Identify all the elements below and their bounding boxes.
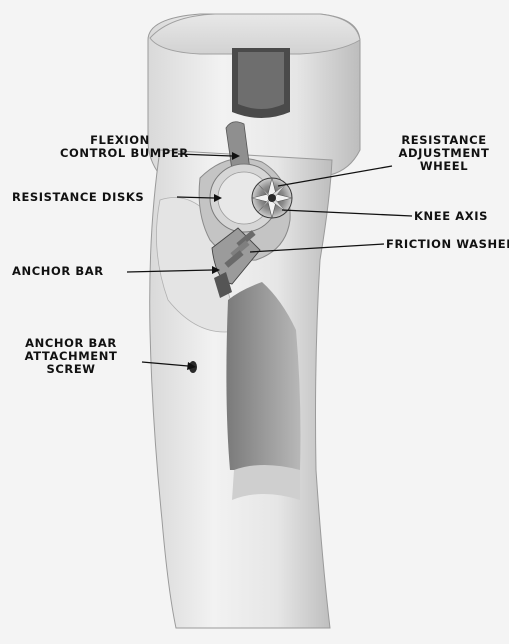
label-resistance-disks: RESISTANCE DISKS — [12, 191, 144, 204]
label-anchor-bar: ANCHOR BAR — [12, 265, 104, 278]
label-anchor-bar-attachment-screw: ANCHOR BAR ATTACHMENT SCREW — [6, 337, 136, 376]
label-flexion-control-bumper: FLEXION CONTROL BUMPER — [60, 134, 180, 160]
label-friction-washers: FRICTION WASHERS — [386, 238, 509, 251]
label-knee-axis: KNEE AXIS — [414, 210, 488, 223]
label-resistance-adjustment-wheel: RESISTANCE ADJUSTMENT WHEEL — [385, 134, 503, 173]
